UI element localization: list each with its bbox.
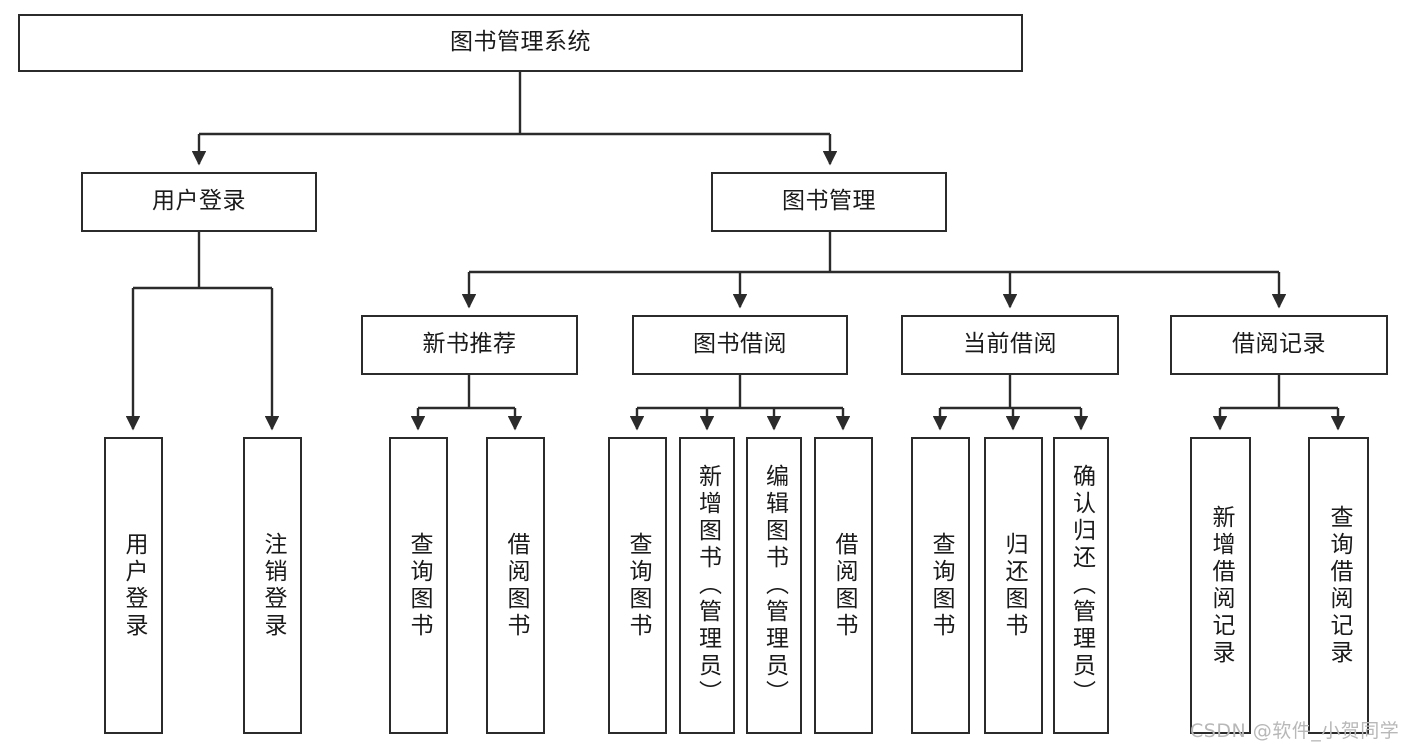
node-leaf-logout-label: 注销登录 — [260, 531, 286, 640]
node-borrow-record[interactable]: 借阅记录 — [1170, 315, 1388, 375]
node-leaf-query-record[interactable]: 查询借阅记录 — [1308, 437, 1369, 734]
node-book-borrow[interactable]: 图书借阅 — [632, 315, 848, 375]
node-leaf-edit-book[interactable]: 编辑图书（管理员） — [746, 437, 802, 734]
node-leaf-confirm-return-label: 确认归还（管理员） — [1068, 464, 1095, 707]
node-user-login[interactable]: 用户登录 — [81, 172, 317, 232]
node-current-borrow-label: 当前借阅 — [963, 331, 1057, 358]
node-new-book-rec-label: 新书推荐 — [422, 331, 517, 358]
node-leaf-user-login-label: 用户登录 — [121, 531, 147, 640]
node-book-borrow-label: 图书借阅 — [693, 331, 787, 358]
node-leaf-borrow-book-2-label: 借阅图书 — [831, 531, 857, 640]
node-leaf-confirm-return[interactable]: 确认归还（管理员） — [1053, 437, 1109, 734]
node-leaf-return-book[interactable]: 归还图书 — [984, 437, 1043, 734]
node-leaf-logout[interactable]: 注销登录 — [243, 437, 302, 734]
node-leaf-query-book-2[interactable]: 查询图书 — [608, 437, 667, 734]
node-leaf-add-record[interactable]: 新增借阅记录 — [1190, 437, 1251, 734]
node-new-book-rec[interactable]: 新书推荐 — [361, 315, 578, 375]
node-book-manage[interactable]: 图书管理 — [711, 172, 947, 232]
csdn-watermark: CSDN @软件_小贺同学 — [1190, 720, 1400, 742]
node-leaf-query-book-1-label: 查询图书 — [406, 531, 432, 640]
node-leaf-add-record-label: 新增借阅记录 — [1208, 504, 1234, 667]
node-root[interactable]: 图书管理系统 — [18, 14, 1023, 72]
node-current-borrow[interactable]: 当前借阅 — [901, 315, 1119, 375]
node-leaf-user-login[interactable]: 用户登录 — [104, 437, 163, 734]
node-leaf-borrow-book-1[interactable]: 借阅图书 — [486, 437, 545, 734]
node-book-manage-label: 图书管理 — [782, 188, 876, 215]
node-leaf-query-book-2-label: 查询图书 — [625, 531, 651, 640]
node-root-label: 图书管理系统 — [450, 29, 591, 56]
node-leaf-add-book-label: 新增图书（管理员） — [694, 464, 721, 707]
node-leaf-query-record-label: 查询借阅记录 — [1326, 504, 1352, 667]
node-leaf-borrow-book-2[interactable]: 借阅图书 — [814, 437, 873, 734]
node-borrow-record-label: 借阅记录 — [1232, 331, 1326, 358]
node-user-login-label: 用户登录 — [152, 188, 246, 215]
node-leaf-return-book-label: 归还图书 — [1001, 531, 1027, 640]
node-leaf-add-book[interactable]: 新增图书（管理员） — [679, 437, 735, 734]
node-leaf-edit-book-label: 编辑图书（管理员） — [761, 464, 788, 707]
node-leaf-query-book-1[interactable]: 查询图书 — [389, 437, 448, 734]
node-leaf-query-book-3-label: 查询图书 — [928, 531, 954, 640]
node-leaf-borrow-book-1-label: 借阅图书 — [503, 531, 529, 640]
node-leaf-query-book-3[interactable]: 查询图书 — [911, 437, 970, 734]
